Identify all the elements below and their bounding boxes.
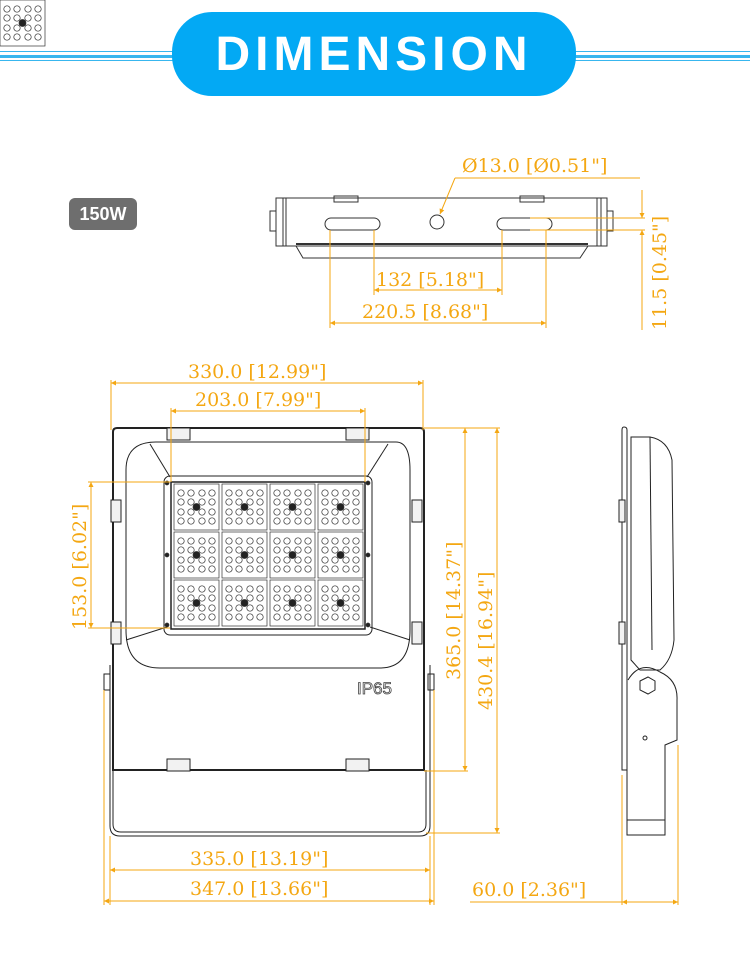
led-module-width-label: 203.0 [7.99"]: [195, 389, 321, 411]
ip-rating-label: IP65: [357, 679, 392, 698]
header-line-right-bottom: [574, 60, 750, 61]
led-grid: [0, 0, 371, 628]
outer-width-label: 330.0 [12.99"]: [188, 361, 326, 383]
side-view: [618, 426, 678, 836]
header-line-right-top: [574, 51, 750, 52]
header-line-left: [0, 55, 175, 58]
side-view-dimensions: [470, 745, 679, 905]
total-height-label: 430.4 [16.94"]: [475, 572, 497, 710]
body-height-label: 365.0 [14.37"]: [443, 542, 465, 680]
slot-width-label: 11.5 [0.45"]: [649, 216, 671, 330]
bracket-outer-width-label: 347.0 [13.66"]: [190, 878, 328, 900]
depth-label: 60.0 [2.36"]: [472, 879, 586, 901]
front-view-dimensions: [88, 380, 500, 905]
slot-inner-spacing-label: 132 [5.18"]: [376, 269, 484, 291]
front-view: [103, 427, 435, 837]
bracket-inner-width-label: 335.0 [13.19"]: [190, 848, 328, 870]
header-line-right: [574, 55, 750, 58]
top-view-dimensions: [329, 177, 645, 330]
header-line-left-bottom: [0, 60, 175, 61]
slot-outer-spacing-label: 220.5 [8.68"]: [362, 301, 488, 323]
header-line-left-top: [0, 51, 175, 52]
wattage-badge: 150W: [69, 198, 137, 230]
led-module-height-label: 153.0 [6.02"]: [69, 504, 91, 630]
page-title: DIMENSION: [215, 27, 533, 81]
title-banner: DIMENSION: [172, 12, 576, 96]
hole-diameter-label: Ø13.0 [Ø0.51"]: [462, 155, 607, 177]
top-view: [269, 195, 614, 259]
